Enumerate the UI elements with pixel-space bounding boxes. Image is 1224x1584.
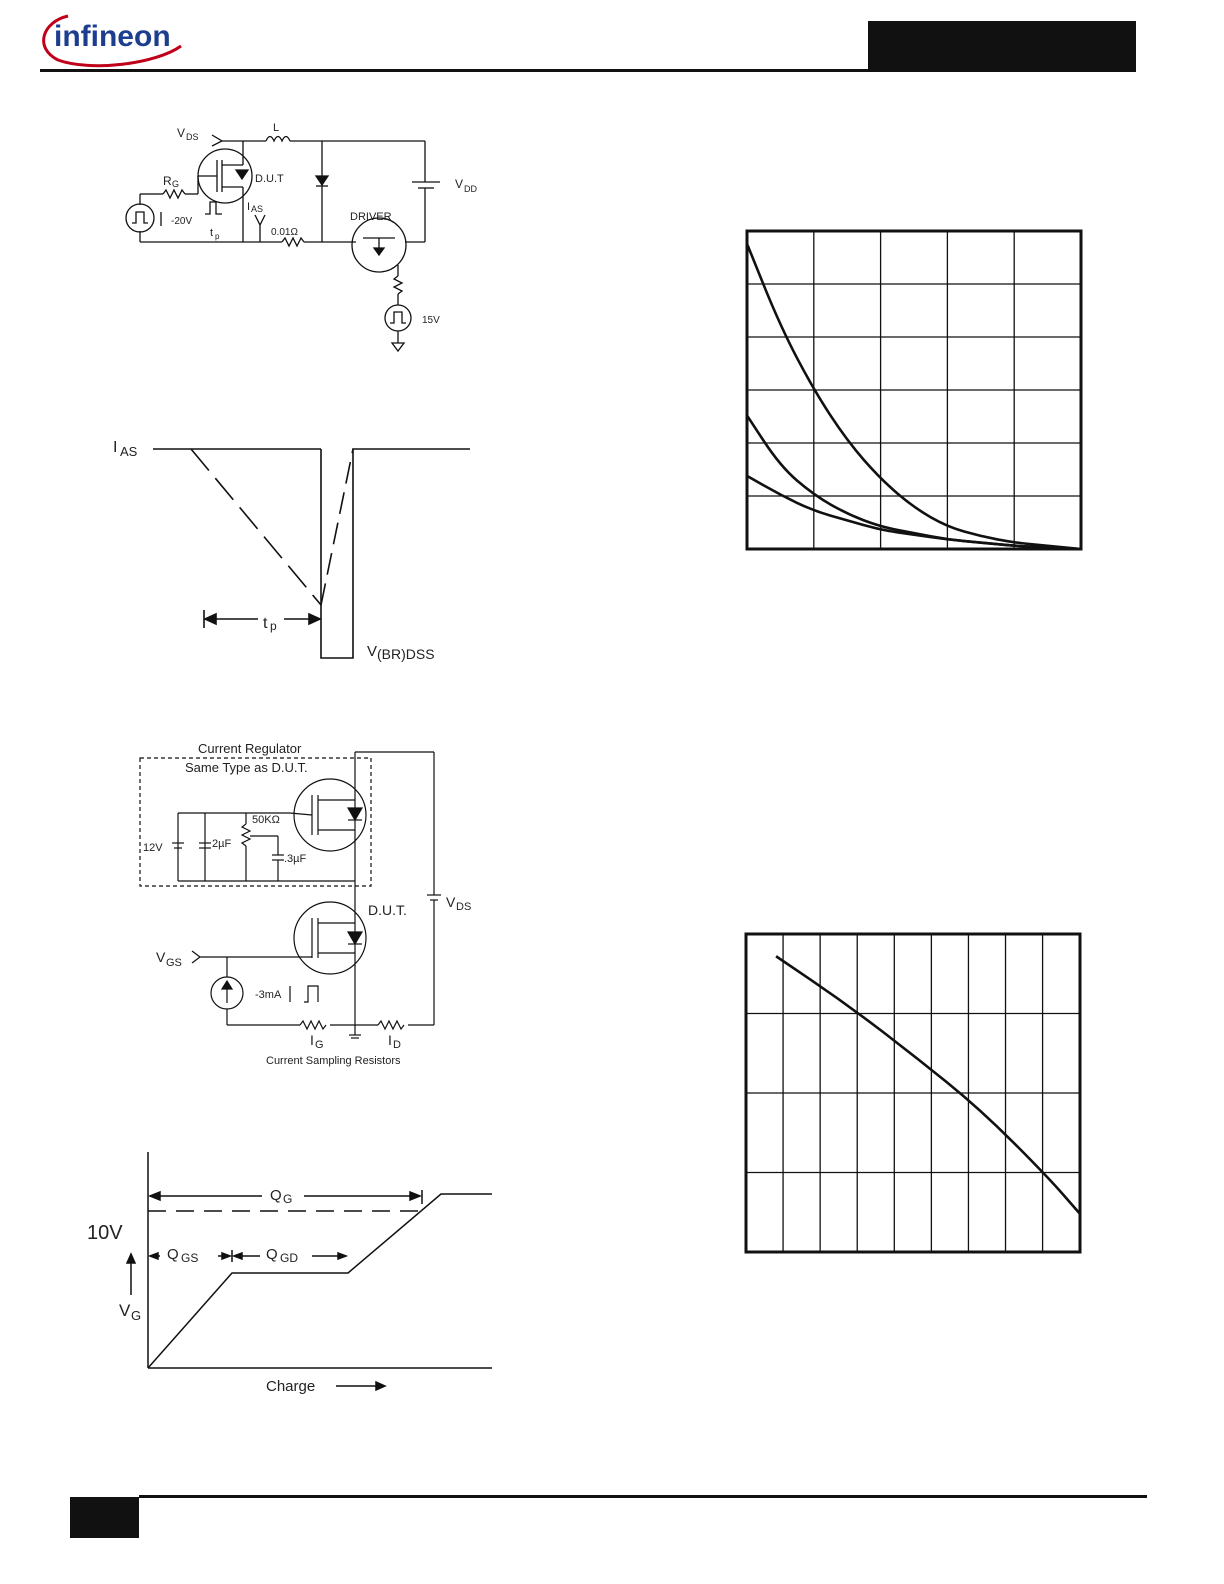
ias-label: I — [247, 201, 250, 213]
vbr-label: V — [367, 643, 377, 660]
tp-label: t — [263, 615, 268, 632]
qgs-label: Q — [167, 1246, 179, 1263]
vds-label-sub: DS — [186, 132, 199, 142]
inductor-label: L — [273, 122, 279, 134]
id-label: I — [388, 1032, 392, 1048]
plot-frame — [744, 932, 1082, 1254]
vgs-label-sub: GS — [166, 957, 182, 969]
id-label-sub: D — [393, 1039, 401, 1051]
rg-label: R — [163, 174, 172, 188]
vgs-label: V — [156, 949, 166, 965]
ias-label: I — [113, 439, 117, 456]
vdd-label: V — [455, 177, 463, 191]
company-logo: infineon — [36, 6, 186, 68]
cap-2uf-label: 2µF — [212, 838, 231, 850]
tp-label: t — [210, 227, 213, 239]
footer-page-box — [70, 1497, 139, 1538]
vds-label-sub: DS — [456, 901, 471, 913]
pot-50k-label: 50KΩ — [252, 814, 280, 826]
vds-label: V — [177, 126, 185, 140]
header-part-box — [868, 21, 1136, 72]
vbr-label-sub: (BR)DSS — [377, 646, 435, 662]
qgd-label: Q — [266, 1246, 278, 1263]
qg-label: Q — [270, 1187, 282, 1204]
tp-label-sub: p — [215, 232, 220, 241]
source-voltage-label: -20V — [171, 216, 192, 227]
series-line-0 — [745, 243, 1082, 551]
qgs-label-sub: GS — [181, 1251, 198, 1265]
vg-label: V — [119, 1301, 131, 1320]
tp-label-sub: p — [270, 619, 277, 633]
current-source-label: -3mA — [255, 989, 282, 1001]
charge-label: Charge — [266, 1378, 315, 1395]
10v-label: 10V — [87, 1222, 123, 1244]
logo-text: infineon — [54, 20, 171, 53]
avalanche-waveform: I AS t p V (BR)DSS — [113, 439, 470, 662]
vg-label-sub: G — [131, 1308, 141, 1323]
ias-label-sub: AS — [120, 444, 138, 459]
footer-rule — [139, 1495, 1147, 1498]
series-line-0 — [775, 955, 1081, 1215]
plot-frame — [745, 229, 1083, 551]
rg-label-sub: G — [172, 179, 179, 189]
cap-03uf-label: .3µF — [284, 853, 307, 865]
vds-label: V — [446, 894, 456, 910]
gate-charge-test-circuit: Current Regulator Same Type as D.U.T. 12… — [139, 741, 471, 1067]
supply-12v-label: 12V — [143, 842, 163, 854]
ias-label-sub: AS — [251, 204, 263, 214]
ig-label-sub: G — [315, 1039, 324, 1051]
qgd-label-sub: GD — [280, 1251, 298, 1265]
chart-bottom-right — [744, 932, 1082, 1254]
series-line-2 — [746, 474, 1082, 551]
ig-label: I — [310, 1032, 314, 1048]
driver-label: DRIVER — [350, 211, 392, 223]
dut-label: D.U.T — [255, 173, 284, 185]
dut-label: D.U.T. — [368, 902, 407, 918]
series-line-1 — [745, 414, 1082, 551]
header-rule — [40, 69, 868, 72]
driver-voltage-label: 15V — [422, 315, 440, 326]
regulator-subtitle: Same Type as D.U.T. — [185, 760, 308, 775]
sampling-resistors-label: Current Sampling Resistors — [266, 1055, 401, 1067]
regulator-title: Current Regulator — [198, 741, 302, 756]
avalanche-test-circuit: V DS L R G D.U.T V DD I AS -20V t p 0.01… — [125, 122, 477, 353]
chart-top-right — [745, 229, 1083, 551]
sense-resistor-label: 0.01Ω — [271, 227, 298, 238]
vdd-label-sub: DD — [464, 184, 477, 194]
qg-label-sub: G — [283, 1192, 292, 1206]
gate-charge-waveform: 10V Q G Q GS Q GD V G Charge — [87, 1152, 492, 1395]
